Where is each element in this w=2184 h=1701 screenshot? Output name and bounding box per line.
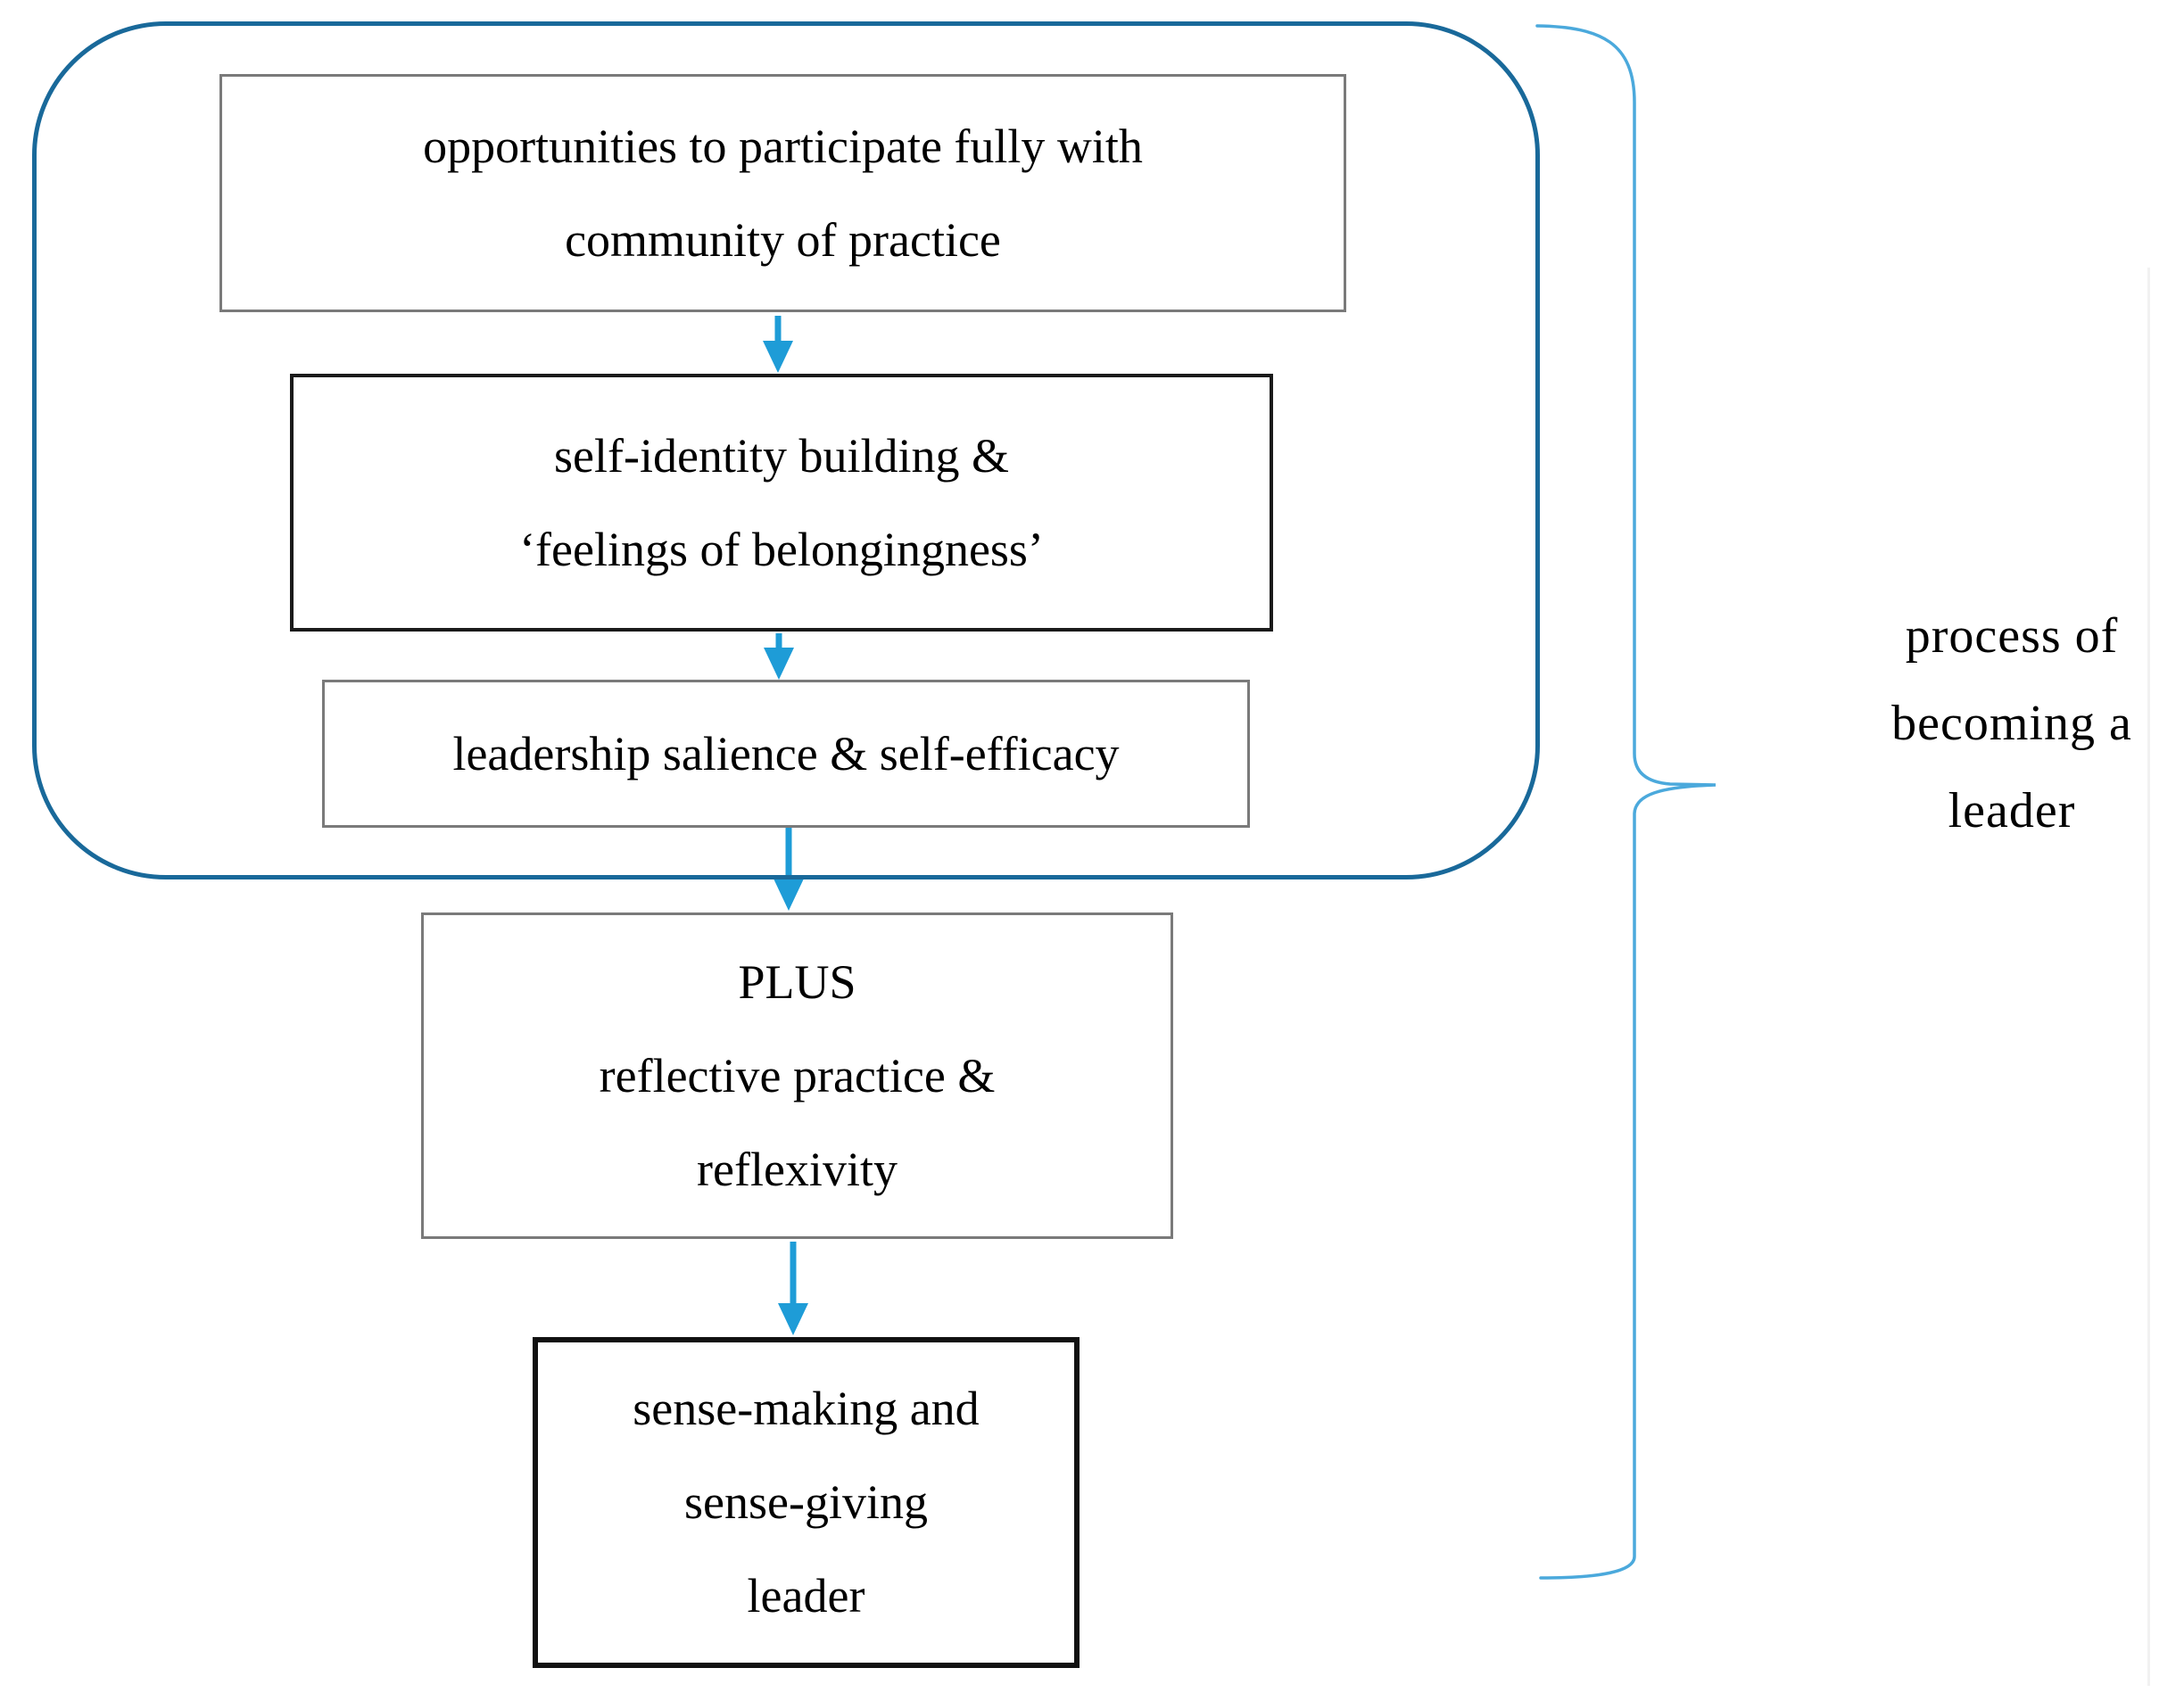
box-self-identity-line-2: ‘feelings of belongingness’ — [519, 522, 1044, 576]
box-sense-making-leader-line-1: sense-making and — [633, 1382, 980, 1435]
curly-brace-path — [1535, 24, 1717, 1580]
down-arrow-2 — [762, 633, 796, 680]
brace-label-line-3: leader — [1948, 783, 2076, 838]
down-arrow-1 — [761, 316, 795, 373]
down-arrow-1-head-icon — [763, 341, 793, 373]
box-self-identity-line-1: self-identity building & — [554, 428, 1009, 483]
box-plus-reflective-line-3: reflexivity — [697, 1142, 898, 1196]
becoming-process-group-outline — [32, 21, 1540, 879]
down-arrow-3-head-icon — [774, 879, 804, 911]
down-arrow-3 — [772, 827, 806, 911]
brace-label: process of becoming a leader — [1820, 592, 2184, 855]
box-sense-making-leader-line-3: leader — [747, 1569, 865, 1623]
box-plus-reflective: PLUS reflective practice & reflexivity — [421, 912, 1173, 1239]
box-opportunities-line-2: community of practice — [565, 212, 1001, 267]
box-opportunities: opportunities to participate fully with … — [219, 74, 1346, 312]
box-opportunities-line-1: opportunities to participate fully with — [423, 119, 1143, 173]
box-leadership-salience-line-1: leadership salience & self-efficacy — [452, 726, 1120, 780]
box-plus-reflective-line-2: reflective practice & — [599, 1048, 996, 1102]
box-sense-making-leader: sense-making and sense-giving leader — [533, 1337, 1080, 1668]
down-arrow-2-head-icon — [764, 648, 794, 680]
box-sense-making-leader-line-2: sense-giving — [684, 1475, 928, 1529]
down-arrow-2-shaft — [775, 633, 782, 653]
down-arrow-4-shaft — [790, 1242, 797, 1309]
box-leadership-salience: leadership salience & self-efficacy — [322, 680, 1250, 828]
down-arrow-4-head-icon — [778, 1303, 808, 1335]
down-arrow-4 — [776, 1242, 810, 1335]
box-self-identity: self-identity building & ‘feelings of be… — [290, 374, 1273, 632]
page-edge-artifact — [2147, 268, 2150, 1686]
curly-brace-icon — [1535, 24, 1717, 1580]
box-plus-reflective-line-1: PLUS — [738, 954, 856, 1009]
down-arrow-1-shaft — [774, 316, 782, 346]
brace-label-line-1: process of — [1905, 608, 2119, 664]
down-arrow-3-shaft — [785, 827, 792, 884]
brace-label-line-2: becoming a — [1891, 696, 2132, 751]
